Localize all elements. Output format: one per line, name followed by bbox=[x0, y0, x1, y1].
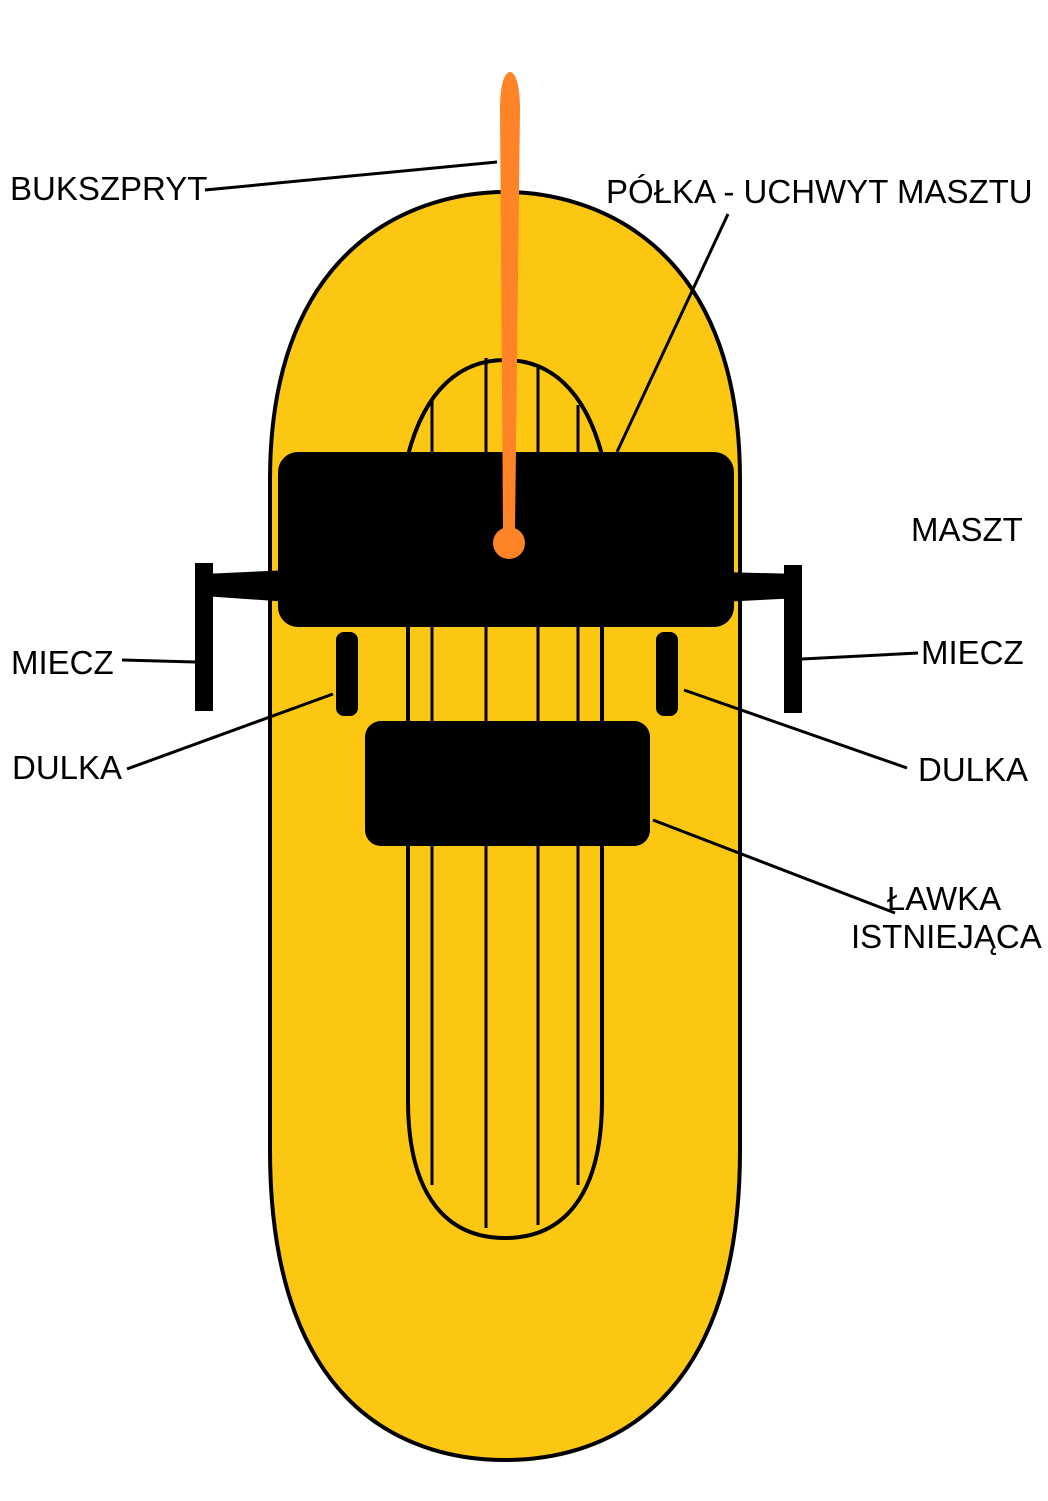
leader-line-polka bbox=[615, 213, 730, 453]
label-miecz-left: MIECZ bbox=[11, 644, 114, 681]
leader-line-lawka bbox=[652, 818, 896, 915]
leader-line-dulka-right bbox=[683, 688, 908, 770]
label-dulka-left: DULKA bbox=[12, 749, 123, 786]
mast-base bbox=[493, 527, 525, 559]
bench bbox=[365, 721, 650, 846]
leader-line-bukszpryt bbox=[204, 160, 498, 192]
leader-line-miecz-left bbox=[121, 658, 196, 664]
leader-line-miecz-right bbox=[801, 651, 919, 661]
label-miecz-right: MIECZ bbox=[921, 634, 1024, 671]
oarlock-left bbox=[336, 632, 358, 716]
label-polka: PÓŁKA - UCHWYT MASZTU bbox=[606, 173, 1033, 210]
label-lawka-line1: ŁAWKA bbox=[886, 880, 1002, 917]
leader-line-dulka-left bbox=[126, 692, 334, 771]
leeboard-arm-left bbox=[203, 570, 290, 602]
label-dulka-right: DULKA bbox=[918, 751, 1029, 788]
leeboard-arm-right bbox=[720, 572, 800, 602]
label-lawka-line2: ISTNIEJĄCA bbox=[851, 918, 1042, 955]
leeboard-right bbox=[784, 565, 802, 713]
label-maszt: MASZT bbox=[911, 511, 1023, 548]
label-bukszpryt: BUKSZPRYT bbox=[10, 170, 208, 207]
label-lawka: ŁAWKA ISTNIEJĄCA bbox=[851, 880, 1042, 956]
bowsprit bbox=[500, 72, 520, 530]
leeboard-left bbox=[195, 563, 213, 711]
oarlock-right bbox=[656, 632, 678, 716]
